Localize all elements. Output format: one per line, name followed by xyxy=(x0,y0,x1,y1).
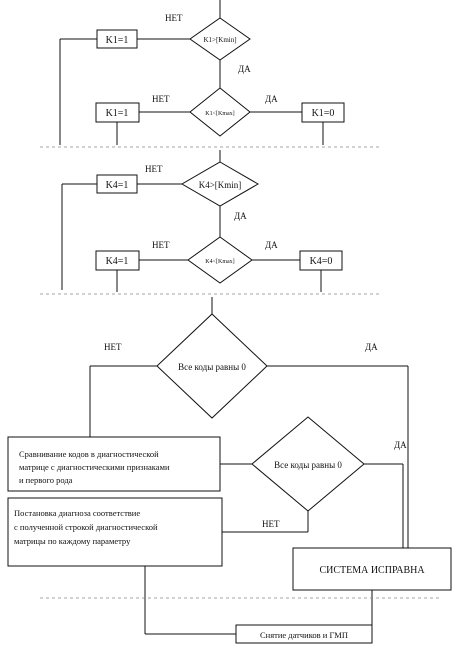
terminal-system-ok-label: СИСТЕМА ИСПРАВНА xyxy=(319,565,425,576)
decision-all-zero-2-label: Все коды равны 0 xyxy=(274,460,342,470)
decision-k1-max-label: K1<[Kmax] xyxy=(205,111,234,117)
process-k4-set-1-top-label: K4=1 xyxy=(106,180,129,191)
process-removal xyxy=(235,624,373,644)
process-diagnosis xyxy=(7,497,223,567)
process-k1-set-0-label: K1=0 xyxy=(312,108,335,119)
label-net: НЕТ xyxy=(152,240,170,250)
decision-k4-max xyxy=(187,236,253,284)
decision-all-zero-1-label: Все коды равны 0 xyxy=(178,362,246,372)
decision-k4-max-label: K4<[Kmax] xyxy=(205,259,234,265)
label-net: НЕТ xyxy=(104,342,122,352)
label-da: ДА xyxy=(234,211,247,221)
process-compare-codes xyxy=(7,436,221,492)
decision-all-zero-1 xyxy=(156,313,268,419)
process-compare-codes-label: Сравнивание кодов в диагностической матр… xyxy=(19,449,172,485)
label-da: ДА xyxy=(265,94,278,104)
process-removal-label: Снятие датчиков и ГМП xyxy=(260,630,348,640)
label-da: ДА xyxy=(265,240,278,250)
label-da: ДА xyxy=(394,440,407,450)
label-da: ДА xyxy=(365,342,378,352)
decision-k4-min-label: K4>[Kmin] xyxy=(199,180,242,190)
process-k1-set-1-label: K1=1 xyxy=(106,108,129,119)
process-k1-set-1-top-label: K1=1 xyxy=(106,35,129,46)
label-da: ДА xyxy=(238,64,251,74)
decision-k1-min-label: K1>[Kmin] xyxy=(203,36,236,44)
label-net: НЕТ xyxy=(152,94,170,104)
label-net: НЕТ xyxy=(145,164,163,174)
process-k4-set-1-label: K4=1 xyxy=(106,256,129,267)
decision-k1-max xyxy=(189,87,251,137)
process-diagnosis-label: Постановка диагноза соответствие с получ… xyxy=(14,508,160,546)
process-k4-set-0-label: K4=0 xyxy=(310,256,333,267)
label-net: НЕТ xyxy=(165,13,183,23)
label-net: НЕТ xyxy=(262,519,280,529)
terminal-system-ok xyxy=(292,547,452,591)
